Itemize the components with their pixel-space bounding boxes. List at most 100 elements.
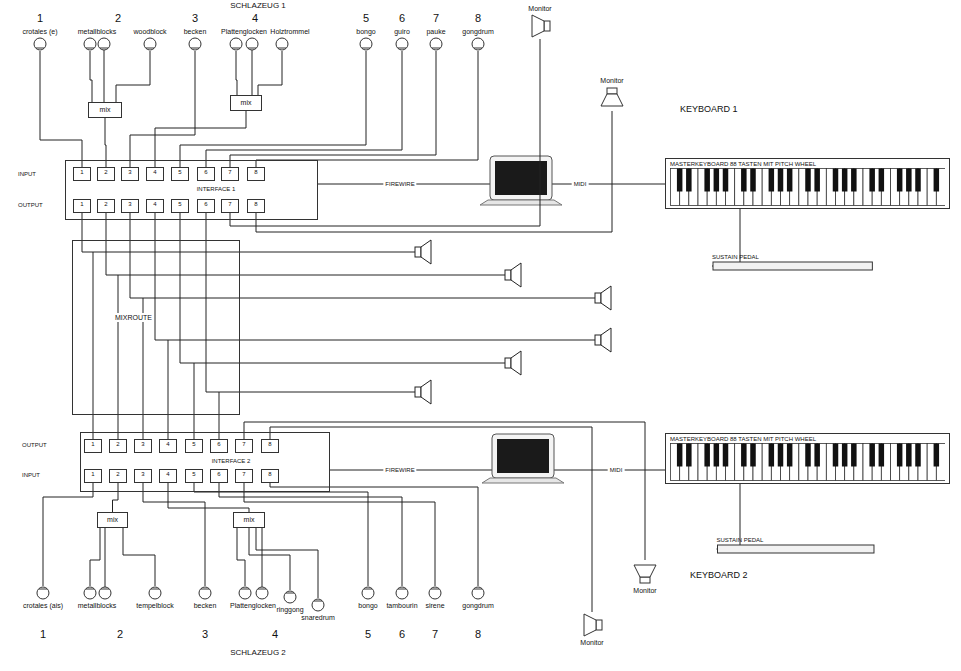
cable-label: FIREWIRE [383,466,416,474]
microphone-grille [278,48,286,49]
microphone-symbol [77,586,117,601]
port-box: 8 [247,199,265,213]
laptop-symbol [482,478,564,483]
black-key [934,169,940,192]
row-label: INPUT [22,471,40,479]
pedal-body [718,545,874,553]
black-key [750,169,756,192]
instrument-label: becken [184,27,207,36]
label-holder: 5 [363,12,369,25]
microphone: gongdrum [458,586,498,610]
cable [116,51,150,102]
black-key [915,169,921,192]
black-key [714,169,720,192]
port-number: 1 [87,470,99,478]
microphone-symbol [382,36,422,51]
label-holder: 5 [365,628,371,641]
cable [194,483,368,586]
laptop-symbol [490,156,552,200]
black-key [851,444,857,467]
label-holder: 3 [202,628,208,641]
microphone-head [149,587,161,599]
cable [180,213,181,240]
microphone-symbol [458,36,498,51]
port-number: 2 [112,440,124,448]
microphone-head [239,587,251,599]
port-number: 2 [100,168,112,176]
monitor-symbol [532,15,550,37]
monitor-cone [634,565,656,577]
mixroute-wire [106,240,505,415]
microphone-head [429,587,441,599]
microphone-grille [364,589,372,590]
instrument-label: bongo [356,27,375,36]
microphone-head [189,38,201,50]
microphone-grille [258,589,266,590]
cable [270,483,478,586]
black-key [686,169,692,192]
microphone: guiro [382,27,422,51]
black-key [814,169,820,192]
black-key [897,444,903,467]
microphone: becken [175,27,215,51]
black-key [906,444,912,467]
black-key [897,169,903,192]
mixroute-wire [155,240,595,415]
cable [168,415,169,439]
microphone-grille [241,589,249,590]
label-holder: 1 [40,628,46,641]
black-key [814,444,820,467]
black-key [906,169,912,192]
laptop-symbol [480,200,562,205]
instrument-label: tempelblock [136,601,173,610]
label-holder: 8 [475,628,481,641]
microphone: crotales (e) [20,27,60,51]
instrument-label: pauke [426,27,445,36]
port-box: 6 [197,167,215,181]
port-box: 7 [235,469,253,483]
microphone-symbol [458,586,498,601]
row-label: INPUT [18,170,36,178]
microphone-head [430,38,442,50]
callout-number: 5 [363,12,369,25]
keyboard-keys [670,443,945,481]
microphone-symbol [270,36,310,51]
label-holder: SCHLAZEUG 1 [230,1,286,11]
label-holder: FIREWIRE [383,180,416,188]
microphone-wire [262,528,263,587]
black-key [879,169,885,192]
black-key [750,444,756,467]
microphone: gongdrum [458,27,498,51]
microphone-head [98,38,110,50]
port-number: 1 [76,200,88,208]
microphone: metallblocks [77,27,117,51]
interface-label: INTERFACE 2 [212,457,251,465]
callout-number: 4 [272,628,278,641]
microphone-head [199,587,211,599]
port-number: 8 [264,470,276,478]
cable [194,415,195,439]
pedal-body [713,262,872,270]
microphone-symbol [175,36,215,51]
instrument-label: sirene [425,601,444,610]
black-key [778,169,784,192]
monitor-symbol [634,565,656,583]
microphone-wire [252,50,253,95]
port-box: 6 [210,439,228,453]
cable [155,213,156,240]
monitor-symbol [601,88,623,106]
label-holder: 2 [115,12,121,25]
cable [155,111,246,167]
microphone-grille [86,589,94,590]
callout-number: 4 [252,12,258,25]
callout-number: 7 [432,628,438,641]
port-number: 5 [174,200,186,208]
microphone-symbol [415,586,455,601]
cable-label: MIDI [608,466,625,474]
keyboard-label: MASTERKEYBOARD 88 TASTEN MIT PITCH WHEEL [670,160,945,168]
microphone-head [472,38,484,50]
cable [90,51,92,102]
cable [244,422,645,560]
